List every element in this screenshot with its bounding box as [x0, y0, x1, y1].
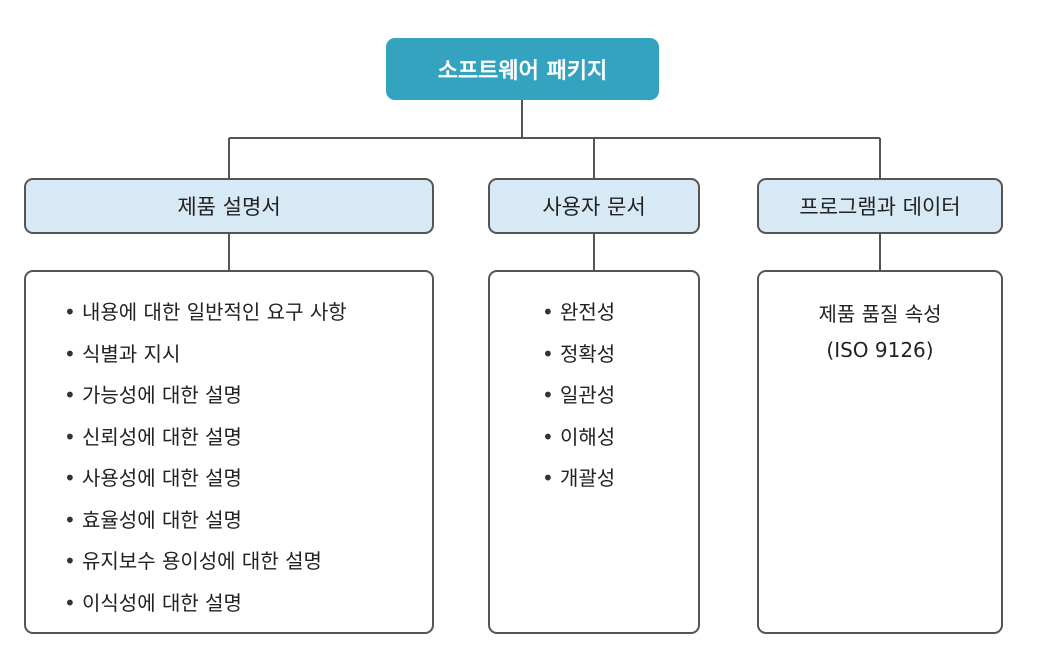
list-item: 가능성에 대한 설명 — [64, 375, 432, 417]
header-node-label: 제품 설명서 — [177, 195, 281, 219]
list-item: 일관성 — [542, 375, 646, 417]
content-node-program-and-data: 제품 품질 속성 (ISO 9126) — [757, 270, 1003, 634]
list-item: 개괄성 — [542, 458, 646, 500]
list-item: 효율성에 대한 설명 — [64, 500, 432, 542]
root-node: 소프트웨어 패키지 — [386, 38, 659, 100]
bullet-list: 내용에 대한 일반적인 요구 사항 식별과 지시 가능성에 대한 설명 신뢰성에… — [26, 272, 432, 624]
content-node-product-description: 내용에 대한 일반적인 요구 사항 식별과 지시 가능성에 대한 설명 신뢰성에… — [24, 270, 434, 634]
header-node-program-and-data: 프로그램과 데이터 — [757, 178, 1003, 234]
list-item: 유지보수 용이성에 대한 설명 — [64, 541, 432, 583]
header-node-product-description: 제품 설명서 — [24, 178, 434, 234]
quality-line: 제품 품질 속성 — [818, 302, 942, 326]
list-item: 이식성에 대한 설명 — [64, 583, 432, 625]
list-item: 신뢰성에 대한 설명 — [64, 417, 432, 459]
list-item: 내용에 대한 일반적인 요구 사항 — [64, 292, 432, 334]
list-item: 식별과 지시 — [64, 334, 432, 376]
list-item: 이해성 — [542, 417, 646, 459]
content-node-user-documentation: 완전성 정확성 일관성 이해성 개괄성 — [488, 270, 700, 634]
quality-line: (ISO 9126) — [826, 338, 934, 362]
list-item: 정확성 — [542, 334, 646, 376]
header-node-label: 프로그램과 데이터 — [799, 195, 961, 219]
root-node-label: 소프트웨어 패키지 — [437, 59, 608, 84]
bullet-list: 완전성 정확성 일관성 이해성 개괄성 — [542, 272, 646, 500]
list-item: 사용성에 대한 설명 — [64, 458, 432, 500]
header-node-user-documentation: 사용자 문서 — [488, 178, 700, 234]
header-node-label: 사용자 문서 — [542, 195, 646, 219]
list-item: 완전성 — [542, 292, 646, 334]
quality-attributes-text: 제품 품질 속성 (ISO 9126) — [759, 272, 1001, 368]
